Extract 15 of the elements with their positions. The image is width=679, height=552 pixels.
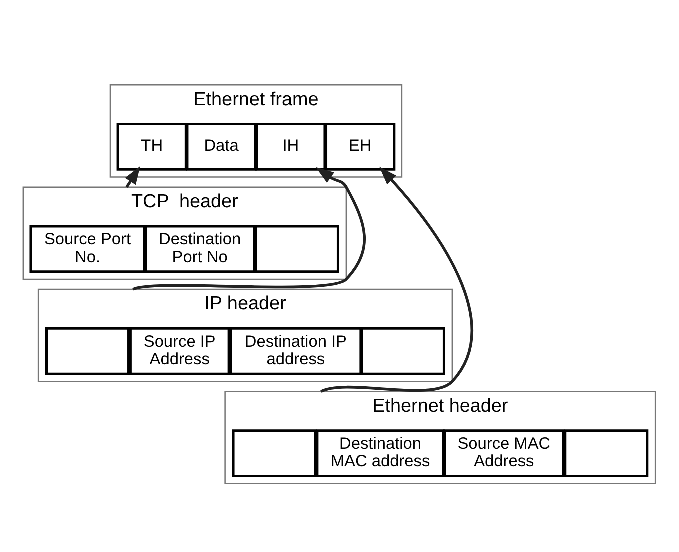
node-box: Source Port No.: [30, 224, 146, 273]
node-box: [360, 326, 446, 375]
node-box: Destination Port No: [144, 224, 256, 273]
node-box: Destination MAC address: [316, 429, 445, 478]
node-box: IH: [256, 122, 326, 170]
node-box: [46, 326, 130, 375]
node-box: Destination IP address: [230, 326, 362, 375]
node-box: Source IP Address: [129, 326, 230, 375]
node-box: [564, 429, 649, 478]
node-box: [232, 429, 317, 478]
node-box: TH: [116, 122, 188, 170]
node-box: EH: [324, 122, 396, 170]
node-box: Source MAC Address: [444, 429, 565, 478]
node-box: Data: [186, 122, 257, 170]
node-box: [254, 224, 340, 273]
